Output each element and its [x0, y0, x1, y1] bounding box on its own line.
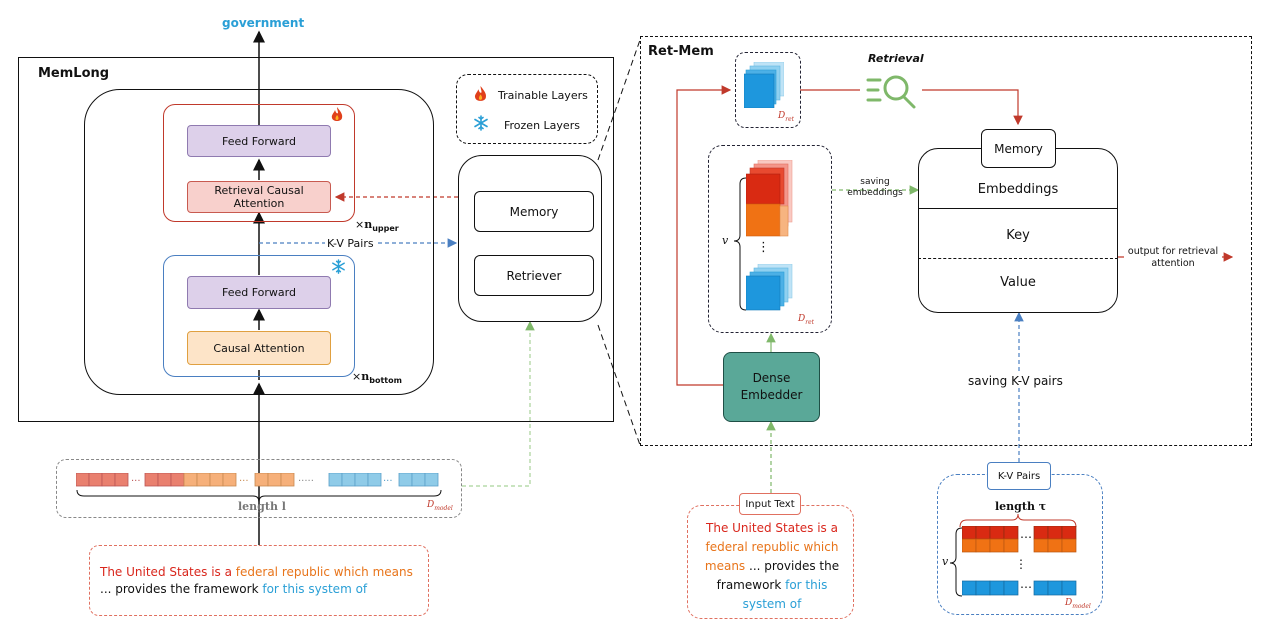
side-retriever-box: Retriever [474, 255, 594, 296]
legend-fire-icon [474, 86, 487, 107]
lower-multiplier: ×nbottom [352, 370, 402, 386]
length-tau-label: length τ [995, 500, 1047, 513]
embedding-store-box [708, 145, 832, 333]
input-text-box-left [89, 545, 429, 616]
svg-text:·····: ····· [298, 476, 314, 487]
retrieved-embeddings-box [735, 52, 801, 128]
memory-divider-2 [918, 258, 1118, 259]
d-ret-bottom-label: Dret [798, 314, 815, 326]
input-text-right: The United States is a federal republic … [704, 521, 840, 611]
ret-mem-title: Ret-Mem [648, 44, 714, 59]
legend-frozen: Frozen Layers [504, 119, 580, 132]
upper-multiplier: ×nupper [355, 218, 399, 234]
output-label: government [222, 16, 305, 30]
retrieval-causal-attention: Retrieval Causal Attention [187, 181, 331, 213]
memory-key: Key [1006, 227, 1030, 243]
fire-icon [331, 107, 343, 123]
memory-title-box: Memory [981, 129, 1056, 168]
kv-hdots-top: ⋯ [1020, 530, 1032, 544]
snowflake-icon [331, 259, 346, 274]
v-label-ret: v [722, 234, 729, 247]
memlong-title: MemLong [38, 66, 110, 81]
retrieved-embedding-stack [743, 61, 785, 112]
transformer-block [84, 89, 434, 395]
causal-attention: Causal Attention [187, 331, 331, 365]
input-text-tag: Input Text [739, 493, 801, 515]
kv-pairs-tag: K-V Pairs [987, 462, 1051, 490]
magnifier-icon [866, 72, 920, 114]
svg-text:···: ··· [131, 476, 141, 487]
dense-embedder: Dense Embedder [723, 352, 820, 422]
token-sequence-box [56, 459, 462, 518]
kv-pairs-label: K-V Pairs [325, 237, 376, 250]
saving-embeddings-label: saving embeddings [847, 177, 903, 198]
legend-box [456, 74, 598, 144]
svg-text:···: ··· [239, 476, 249, 487]
ret-mem-frame [640, 36, 1252, 446]
upper-layers-group [163, 104, 355, 222]
saving-kv-label: saving K-V pairs [966, 374, 1065, 388]
ret-mem-module [458, 155, 602, 322]
memory-value: Value [1000, 274, 1036, 290]
token-strip: ··· ··· ····· ··· [75, 472, 442, 487]
input-text-left: The United States is a federal republic … [100, 565, 413, 596]
legend-trainable: Trainable Layers [498, 89, 588, 102]
side-memory-box: Memory [474, 191, 594, 232]
kv-hdots-bottom: ⋯ [1020, 580, 1032, 594]
memory-divider-1 [918, 208, 1118, 209]
embedding-stack-bottom [745, 263, 794, 316]
output-retrieval-attention-label: output for retrieval attention [1124, 246, 1222, 270]
retrieval-label: Retrieval [868, 52, 924, 65]
embedding-stack-top [745, 159, 794, 244]
d-model-label: Dmodel [427, 500, 453, 512]
memlong-frame [18, 57, 614, 422]
lower-feed-forward: Feed Forward [187, 276, 331, 309]
embedding-stack-dots: ⋮ [757, 240, 770, 255]
legend-snowflake-icon [473, 115, 489, 135]
lower-layers-group [163, 255, 355, 377]
d-ret-top-label: Dret [778, 111, 795, 123]
v-label-kv: v [942, 555, 949, 568]
svg-text:···: ··· [383, 476, 393, 487]
upper-feed-forward: Feed Forward [187, 125, 331, 157]
kv-vdots: ⋮ [1015, 557, 1027, 571]
length-l-label: length l [238, 500, 286, 513]
kv-grid [961, 525, 1078, 602]
d-model-kv-label: Dmodel [1065, 598, 1091, 610]
memory-embeddings: Embeddings [977, 181, 1059, 197]
